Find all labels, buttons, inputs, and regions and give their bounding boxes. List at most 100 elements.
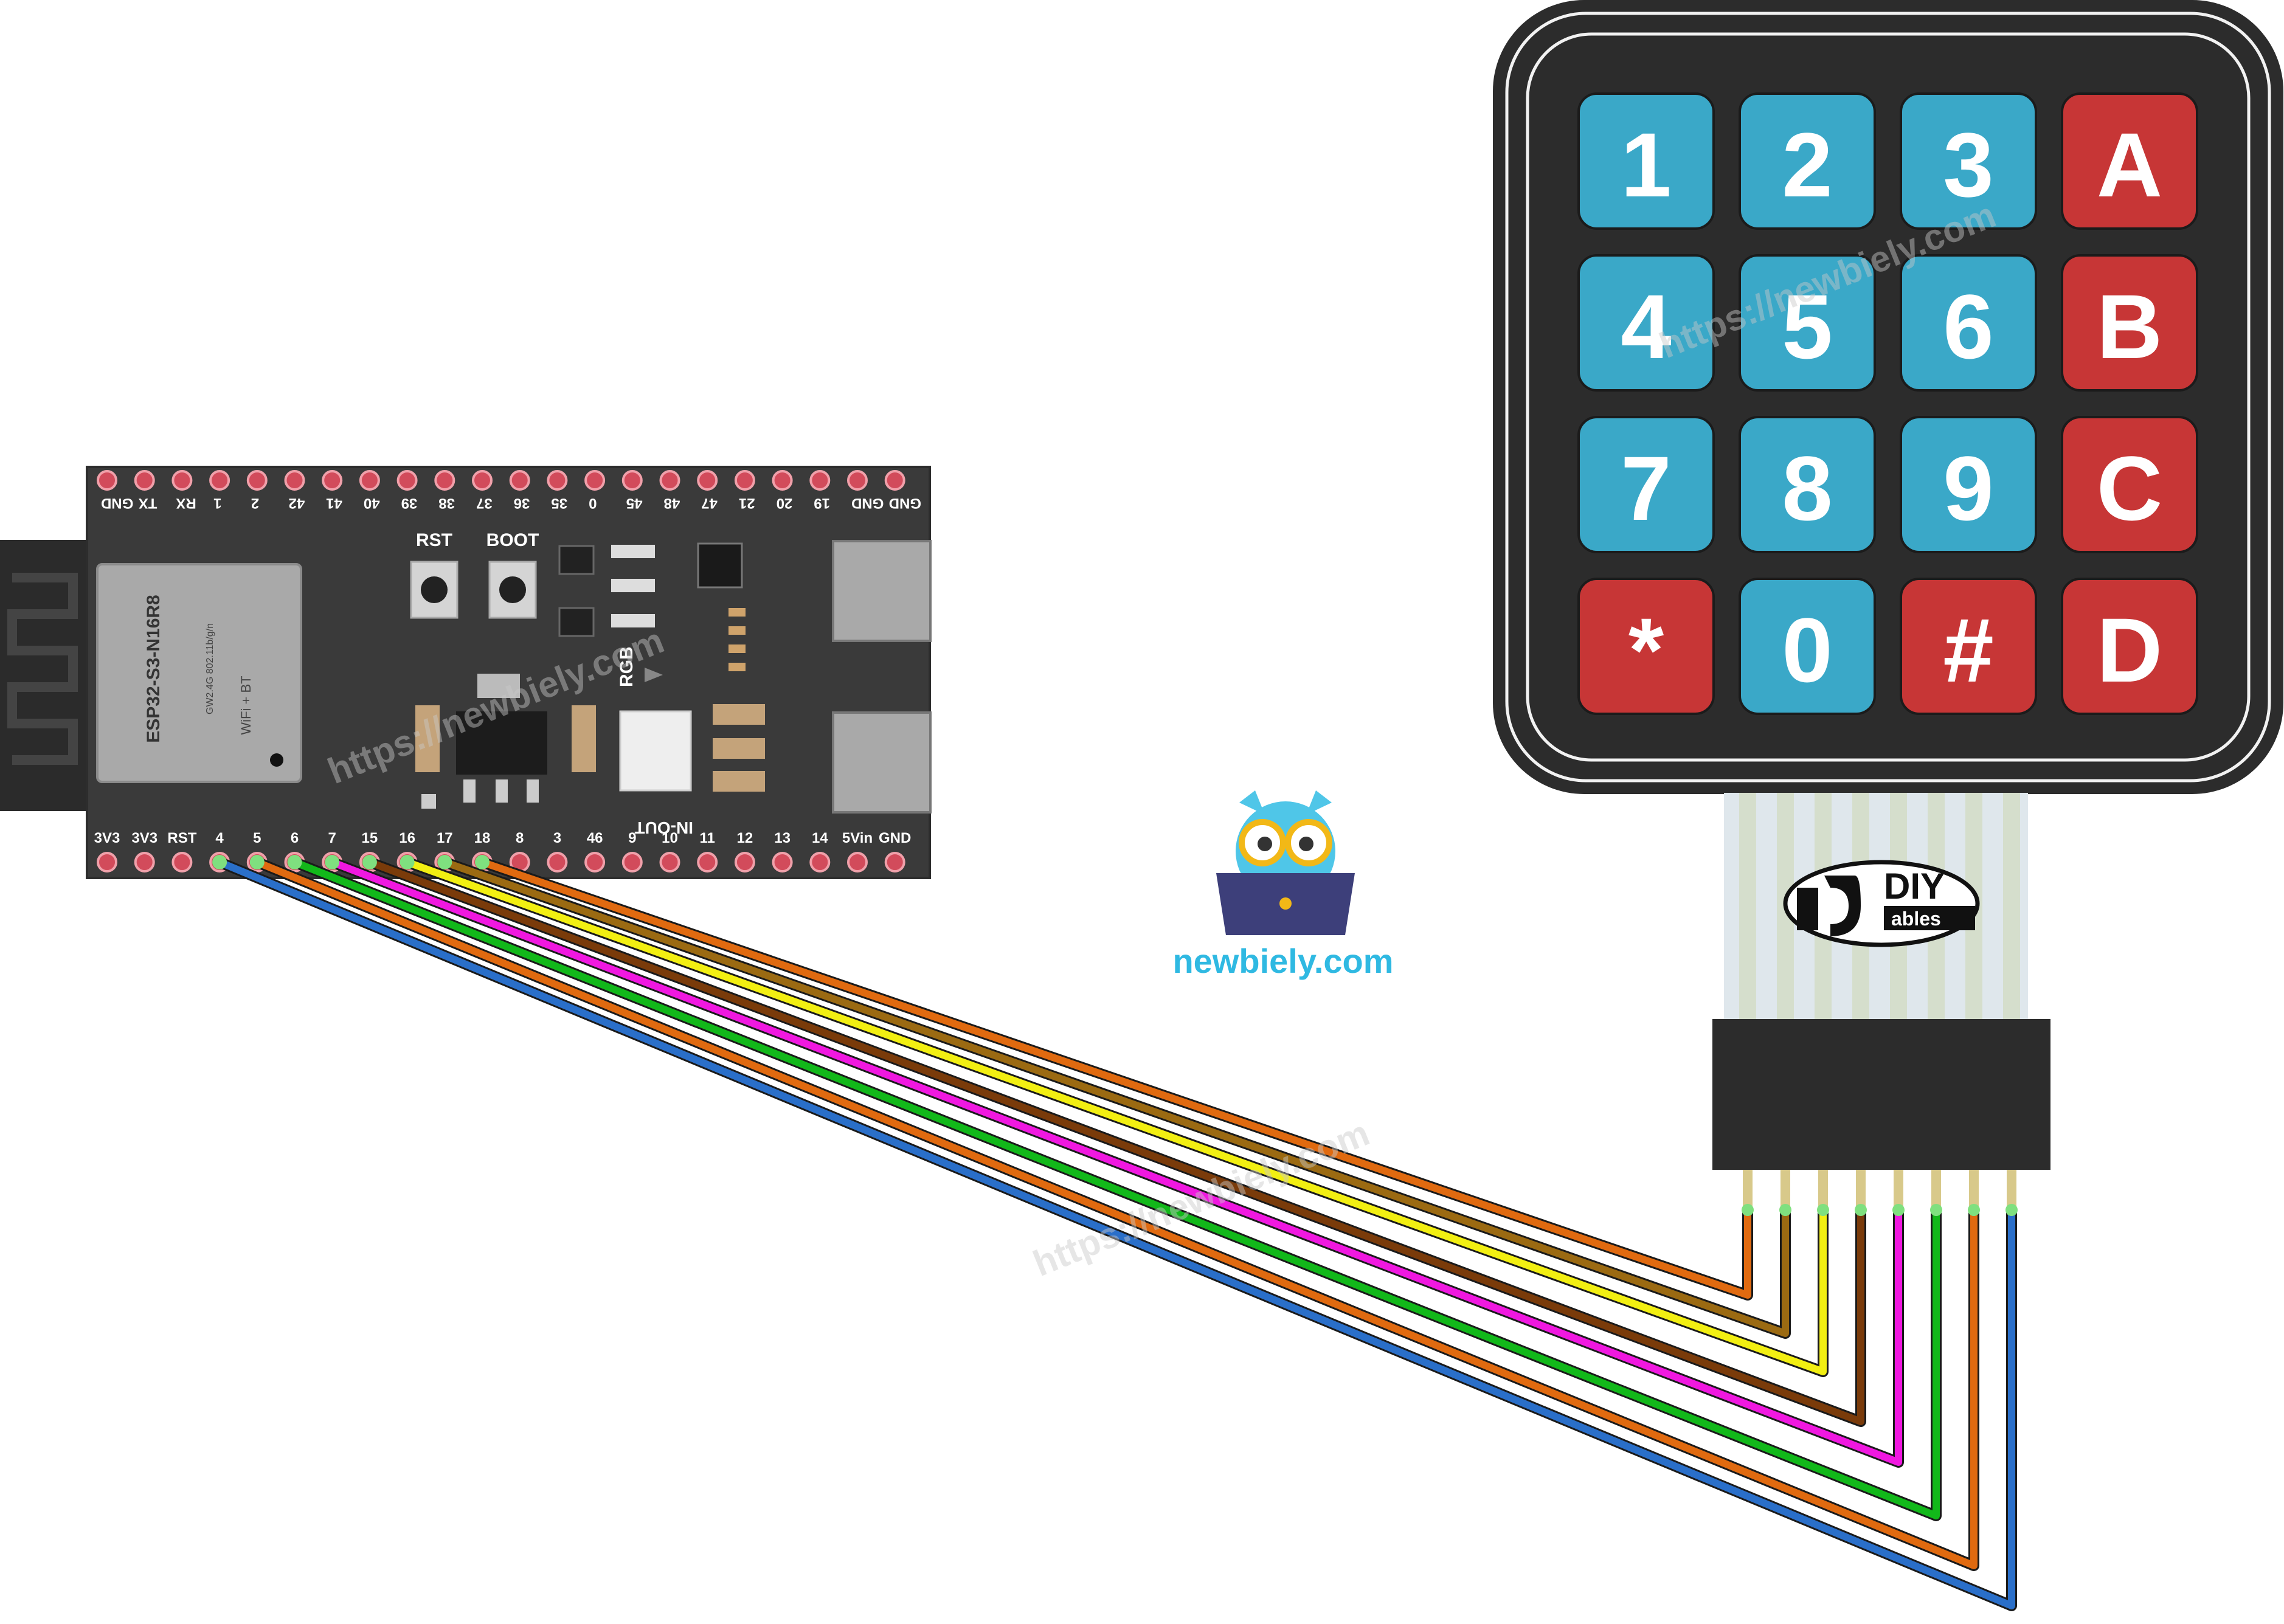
keypad-key[interactable]: A xyxy=(2061,92,2198,230)
pin-pad xyxy=(847,852,868,872)
keypad-key[interactable]: * xyxy=(1577,578,1715,715)
pin-pad xyxy=(809,470,831,491)
connector-pin xyxy=(1818,1170,1828,1210)
pin-label: 1 xyxy=(213,495,221,511)
pin-label: 14 xyxy=(812,830,828,846)
pin-label: 20 xyxy=(777,495,793,511)
rst-label: RST xyxy=(416,530,452,550)
pin-pad xyxy=(772,852,793,872)
keypad-key[interactable]: 3 xyxy=(1900,92,2037,230)
logo-text: newbiely.com xyxy=(1172,942,1393,980)
pin-pad xyxy=(171,470,193,491)
pin-label: 48 xyxy=(664,495,680,511)
pin-label: RX xyxy=(176,495,196,511)
wifi-module xyxy=(96,563,302,783)
module-sub-label2: WiFi + BT xyxy=(238,676,254,734)
key-label: 1 xyxy=(1621,114,1671,216)
pin-label: 0 xyxy=(589,495,597,511)
pin-pad xyxy=(884,852,905,872)
top-pin: 20 xyxy=(772,470,793,511)
key-label: 9 xyxy=(1943,437,1993,539)
pin-label: 40 xyxy=(364,495,380,511)
top-pin: 0 xyxy=(584,470,606,511)
keypad-key[interactable]: # xyxy=(1900,578,2037,715)
wire xyxy=(331,859,1902,1466)
pin-label: GND xyxy=(851,495,884,511)
pin-pad xyxy=(547,470,568,491)
bottom-pin: 5Vin xyxy=(842,830,873,872)
pin-pad xyxy=(547,852,568,872)
top-pin: 47 xyxy=(697,470,718,511)
keypad-key[interactable]: 4 xyxy=(1577,254,1715,392)
brand-ables: ables xyxy=(1891,908,1941,930)
pin-pad xyxy=(284,470,305,491)
top-pin: TX xyxy=(134,470,157,511)
bottom-pin: 14 xyxy=(809,830,831,872)
wire xyxy=(443,859,1789,1337)
wire-end-board xyxy=(400,855,415,869)
boot-label: BOOT xyxy=(486,530,539,550)
keypad-key[interactable]: 7 xyxy=(1577,416,1715,553)
key-label: * xyxy=(1628,599,1664,701)
keypad-key[interactable]: B xyxy=(2061,254,2198,392)
keypad-key[interactable]: 1 xyxy=(1577,92,1715,230)
pin-pad xyxy=(584,852,606,872)
keypad-key[interactable]: 8 xyxy=(1739,416,1876,553)
pin-label: 16 xyxy=(399,830,415,846)
keypad-key[interactable]: C xyxy=(2061,416,2198,553)
top-pin: 41 xyxy=(322,470,343,511)
pin-pad xyxy=(171,852,193,872)
key-label: D xyxy=(2097,599,2162,701)
wire xyxy=(255,859,1978,1569)
diyables-logo: DIY ables xyxy=(1783,860,1980,947)
pin-label: 3 xyxy=(553,830,561,846)
keypad-key[interactable]: 6 xyxy=(1900,254,2037,392)
pin-label: 21 xyxy=(739,495,755,511)
pin-label: 46 xyxy=(587,830,603,846)
pin-label: 11 xyxy=(700,830,715,846)
pin-pad xyxy=(134,470,155,491)
pin-label: 13 xyxy=(774,830,791,846)
connector-pin xyxy=(1780,1170,1790,1210)
pin-label: 36 xyxy=(514,495,530,511)
connector-pins xyxy=(1743,1170,2016,1210)
wire-end-board xyxy=(325,855,340,869)
pin-label: 47 xyxy=(701,495,718,511)
in-out-label: IN-OUT xyxy=(635,818,693,837)
keypad-key[interactable]: D xyxy=(2061,578,2198,715)
wire xyxy=(406,859,1827,1375)
key-label: 7 xyxy=(1621,437,1671,539)
boot-button[interactable] xyxy=(488,561,537,619)
pin-pad xyxy=(134,852,155,872)
wire-end-board xyxy=(249,855,265,869)
pin-pad xyxy=(697,470,718,491)
rst-button[interactable] xyxy=(410,561,459,619)
pin-label: 6 xyxy=(291,830,299,846)
top-pin: 35 xyxy=(547,470,568,511)
keypad-key[interactable]: 0 xyxy=(1739,578,1876,715)
pin-pad xyxy=(659,852,680,872)
pin-label: 39 xyxy=(401,495,418,511)
pin-pad xyxy=(659,470,680,491)
wire-end-board xyxy=(437,855,452,869)
wire-end-board xyxy=(475,855,490,869)
pin-pad xyxy=(359,470,380,491)
keypad-key[interactable]: 2 xyxy=(1739,92,1876,230)
arrow-icon xyxy=(645,668,663,682)
keypad-key[interactable]: 5 xyxy=(1739,254,1876,392)
top-pin: 37 xyxy=(472,470,493,511)
keypad-key[interactable]: 9 xyxy=(1900,416,2037,553)
key-label: 4 xyxy=(1621,275,1671,378)
pin-label: GND xyxy=(879,830,911,846)
key-label: 5 xyxy=(1782,275,1832,378)
wire xyxy=(481,859,1751,1299)
pin-label: 15 xyxy=(362,830,378,846)
pin-pad xyxy=(584,470,606,491)
connector-pin xyxy=(2007,1170,2016,1210)
wire-end-connector xyxy=(1968,1204,1980,1216)
pin-pad xyxy=(772,470,793,491)
pin-pad xyxy=(734,470,755,491)
pin-label: 45 xyxy=(626,495,643,511)
